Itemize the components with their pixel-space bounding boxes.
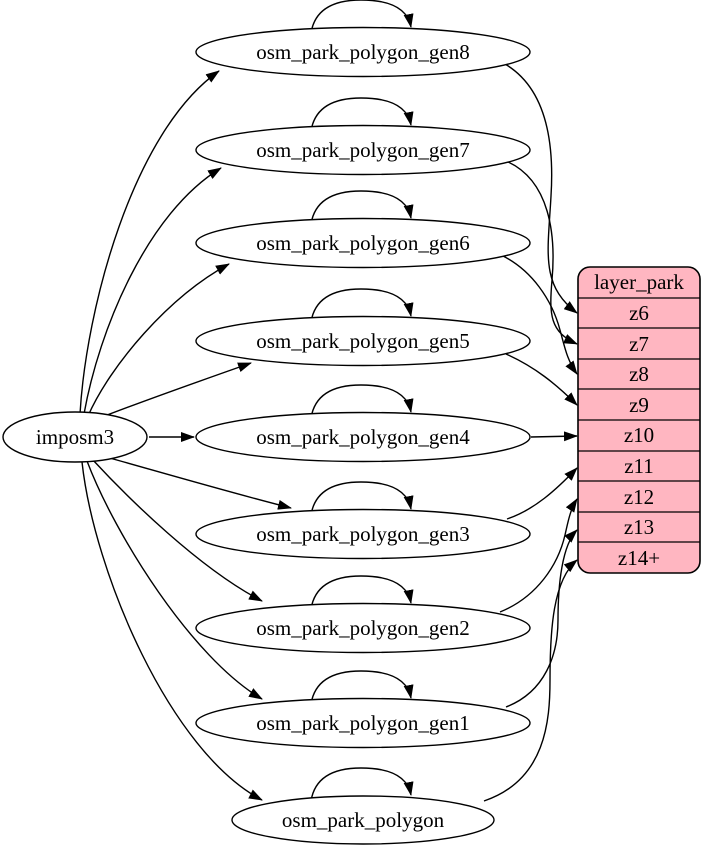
row-label-z11: z11: [624, 454, 654, 478]
node-label: imposm3: [36, 425, 114, 449]
node-ellipse: [195, 411, 531, 463]
edge-imposm3-to-polygon: [81, 461, 263, 801]
node-ellipse: [195, 124, 531, 176]
node-osm-park-polygon: osm_park_polygon: [231, 795, 495, 845]
edge-gen4-to-z10: [530, 431, 578, 442]
edge-gen2-to-z12: [499, 498, 578, 613]
node-osm-park-polygon-gen3: osm_park_polygon_gen3: [195, 508, 531, 560]
node-osm-park-polygon-gen6: osm_park_polygon_gen6: [195, 217, 531, 269]
row-label-z12: z12: [624, 485, 654, 509]
node-osm-park-polygon-gen7: osm_park_polygon_gen7: [195, 124, 531, 176]
node-ellipse: [195, 217, 531, 269]
edge-imposm3-to-gen6: [87, 263, 230, 417]
node-osm-park-polygon-gen5: osm_park_polygon_gen5: [195, 315, 531, 367]
edge-imposm3-to-gen1: [86, 460, 263, 700]
node-ellipse: [195, 26, 531, 78]
edges-from-source: [79, 70, 292, 801]
self-loop-gen7: [310, 97, 414, 132]
row-label-z8: z8: [629, 362, 649, 386]
node-osm-park-polygon-gen2: osm_park_polygon_gen2: [195, 602, 531, 654]
node-ellipse: [195, 697, 531, 749]
node-ellipse: [195, 315, 531, 367]
self-loop-gen8: [310, 0, 414, 34]
edge-imposm3-to-gen7: [83, 167, 222, 415]
self-loop-polygon: [310, 767, 414, 802]
edge-imposm3-to-gen3: [98, 454, 292, 510]
edge-imposm3-to-gen8: [79, 70, 220, 415]
edge-imposm3-to-gen5: [96, 362, 252, 420]
node-ellipse: [195, 602, 531, 654]
edge-polygon-to-z14: [483, 559, 578, 802]
row-label-z7: z7: [629, 332, 649, 356]
self-loop-gen3: [310, 481, 414, 516]
edge-gen1-to-z13: [505, 529, 578, 708]
self-loops: [310, 0, 414, 802]
node-imposm3: imposm3: [2, 411, 148, 463]
node-label: osm_park_polygon_gen7: [256, 138, 469, 162]
node-label: osm_park_polygon_gen4: [256, 425, 470, 449]
row-label-z14: z14+: [618, 546, 660, 570]
self-loop-gen2: [310, 575, 414, 610]
node-label: osm_park_polygon_gen8: [256, 40, 469, 64]
node-osm-park-polygon-gen8: osm_park_polygon_gen8: [195, 26, 531, 78]
self-loop-gen4: [310, 384, 414, 419]
node-layer-park: layer_park z6 z7 z8 z9 z10 z11 z12 z13 z…: [577, 266, 701, 574]
node-label: osm_park_polygon_gen5: [256, 329, 469, 353]
edge-gen6-to-z8: [500, 254, 578, 375]
self-loop-gen1: [310, 670, 414, 705]
node-label: osm_park_polygon_gen1: [256, 711, 469, 735]
node-label: osm_park_polygon_gen2: [256, 616, 469, 640]
edge-gen3-to-z11: [506, 467, 578, 520]
layer-park-title: layer_park: [594, 270, 684, 294]
node-label: osm_park_polygon_gen6: [256, 231, 469, 255]
edge-gen5-to-z9: [505, 353, 578, 406]
self-loop-gen5: [310, 288, 414, 323]
node-osm-park-polygon-gen1: osm_park_polygon_gen1: [195, 697, 531, 749]
edges-to-layer: [483, 63, 578, 802]
node-osm-park-polygon-gen4: osm_park_polygon_gen4: [195, 411, 531, 463]
row-label-z9: z9: [629, 393, 649, 417]
node-ellipse: [195, 508, 531, 560]
node-label: osm_park_polygon_gen3: [256, 522, 469, 546]
row-label-z13: z13: [624, 515, 654, 539]
node-ellipse: [2, 411, 148, 463]
edge-imposm3-to-gen2: [91, 458, 263, 602]
row-label-z10: z10: [624, 423, 654, 447]
node-ellipse: [231, 795, 495, 845]
row-label-z6: z6: [629, 301, 649, 325]
edge-gen7-to-z7: [505, 160, 578, 345]
self-loop-gen6: [310, 190, 414, 225]
node-label: osm_park_polygon: [282, 808, 445, 832]
edge-gen8-to-z6: [504, 63, 578, 314]
